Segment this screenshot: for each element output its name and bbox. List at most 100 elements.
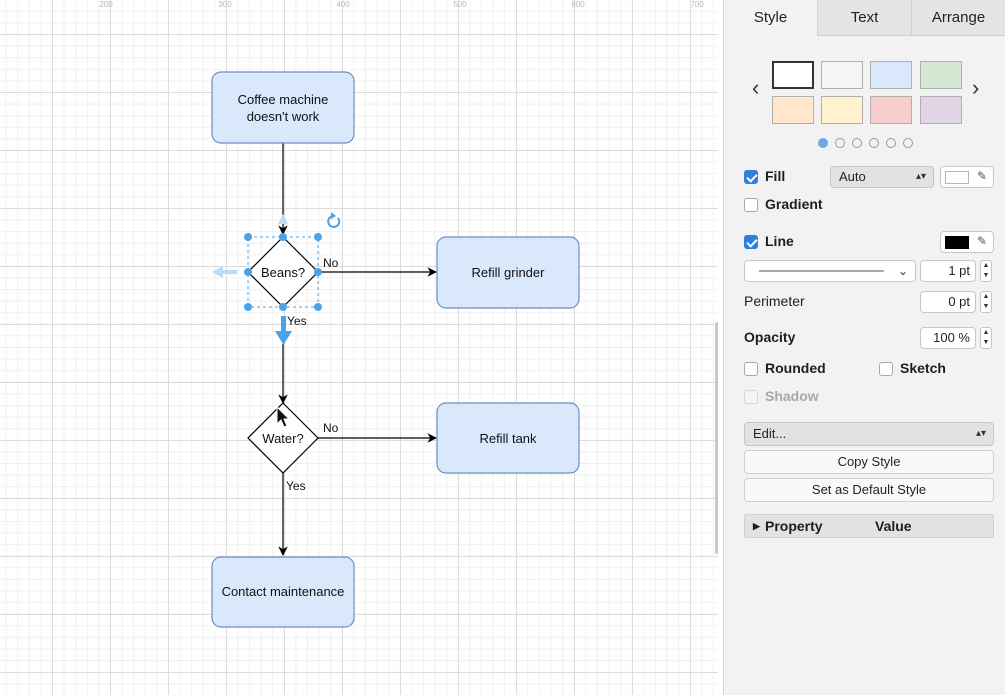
- line-pattern-select[interactable]: ⌄: [744, 260, 916, 282]
- clone-arrow-left-icon[interactable]: [212, 266, 223, 278]
- gradient-row: Gradient: [724, 193, 1005, 217]
- property-table-header[interactable]: ▶ Property Value: [744, 514, 994, 538]
- chevron-right-icon[interactable]: ›: [972, 75, 980, 100]
- opacity-stepper[interactable]: ▲▼: [980, 327, 992, 349]
- ruler-tick: 700: [690, 0, 704, 9]
- opacity-row: Opacity 100 % ▲▼: [724, 326, 1005, 350]
- selection-overlay[interactable]: [212, 212, 341, 345]
- shadow-row: Shadow: [724, 385, 1005, 409]
- select-arrows-icon: ▴▾: [975, 428, 986, 439]
- style-swatch[interactable]: [821, 61, 863, 89]
- disclosure-triangle-icon[interactable]: ▶: [753, 521, 760, 531]
- eyedropper-icon[interactable]: ✎: [976, 234, 987, 248]
- edge-label-water-no: No: [323, 421, 339, 435]
- select-arrows-icon: ▴▾: [915, 171, 926, 182]
- sketch-checkbox[interactable]: [879, 362, 893, 376]
- sketch-label: Sketch: [900, 360, 946, 376]
- line-label: Line: [765, 233, 794, 249]
- clone-arrow-up-icon[interactable]: [278, 214, 288, 224]
- eyedropper-icon[interactable]: ✎: [976, 169, 987, 183]
- node-decision-beans[interactable]: Beans?: [247, 236, 319, 308]
- shadow-label: Shadow: [765, 388, 819, 404]
- tab-arrange[interactable]: Arrange: [911, 0, 1005, 36]
- resize-handle[interactable]: [314, 233, 322, 241]
- solid-line-icon: [759, 270, 884, 272]
- fill-mode-select[interactable]: Auto ▴▾: [830, 166, 934, 188]
- mouse-cursor-icon: [276, 405, 291, 428]
- style-swatch[interactable]: [772, 96, 814, 124]
- resize-handle[interactable]: [314, 268, 322, 276]
- node-contact-maintenance[interactable]: Contact maintenance: [211, 556, 355, 628]
- edge-label-beans-yes: Yes: [287, 314, 307, 328]
- fill-checkbox[interactable]: [744, 170, 758, 184]
- tab-text[interactable]: Text: [817, 0, 911, 36]
- node-start-label-line2: doesn't work: [247, 109, 320, 124]
- chevron-down-icon: ⌄: [897, 264, 908, 278]
- shadow-checkbox[interactable]: [744, 390, 758, 404]
- ruler-tick: 200: [99, 0, 113, 9]
- property-column-header: Property: [765, 518, 823, 534]
- style-swatch[interactable]: [920, 96, 962, 124]
- style-swatch[interactable]: [920, 61, 962, 89]
- line-width-field[interactable]: 1 pt: [920, 260, 976, 282]
- panel-tabs: Style Text Arrange: [724, 0, 1005, 36]
- perimeter-label: Perimeter: [744, 293, 805, 309]
- copy-style-button[interactable]: Copy Style: [744, 450, 994, 474]
- node-refill-tank-label: Refill tank: [479, 431, 537, 446]
- line-width-stepper[interactable]: ▲▼: [980, 260, 992, 282]
- fill-color-well[interactable]: ✎: [940, 166, 994, 188]
- set-default-style-button[interactable]: Set as Default Style: [744, 478, 994, 502]
- tab-style[interactable]: Style: [724, 0, 817, 36]
- resize-handle[interactable]: [244, 233, 252, 241]
- node-decision-water-label: Water?: [262, 431, 303, 446]
- page-dot[interactable]: [835, 138, 845, 148]
- edit-style-select[interactable]: Edit... ▴▾: [744, 422, 994, 446]
- page-dot[interactable]: [869, 138, 879, 148]
- node-decision-water[interactable]: Water?: [247, 402, 319, 474]
- node-refill-grinder[interactable]: Refill grinder: [436, 236, 580, 309]
- style-swatch[interactable]: [772, 61, 814, 89]
- line-color-well[interactable]: ✎: [940, 231, 994, 253]
- diagram-canvas[interactable]: 200 300 400 500 600 700 No Yes No Yes: [0, 0, 718, 695]
- node-contact-maintenance-label: Contact maintenance: [222, 584, 345, 599]
- fill-color-swatch: [945, 171, 969, 184]
- page-dot[interactable]: [852, 138, 862, 148]
- resize-handle[interactable]: [314, 303, 322, 311]
- ruler-tick: 400: [336, 0, 350, 9]
- style-swatch[interactable]: [870, 61, 912, 89]
- clone-arrow-left-shaft: [223, 270, 237, 274]
- canvas-scrollbar[interactable]: [715, 322, 718, 554]
- node-refill-tank[interactable]: Refill tank: [436, 402, 580, 474]
- node-refill-grinder-label: Refill grinder: [472, 265, 546, 280]
- opacity-field[interactable]: 100 %: [920, 327, 976, 349]
- page-dot[interactable]: [818, 138, 828, 148]
- resize-handle[interactable]: [279, 303, 287, 311]
- page-dot[interactable]: [886, 138, 896, 148]
- perimeter-row: Perimeter 0 pt ▲▼: [724, 290, 1005, 314]
- perimeter-field[interactable]: 0 pt: [920, 291, 976, 313]
- fill-label: Fill: [765, 168, 786, 184]
- rounded-label: Rounded: [765, 360, 826, 376]
- edit-style-value: Edit...: [753, 426, 787, 441]
- page-dot[interactable]: [903, 138, 913, 148]
- rounded-checkbox[interactable]: [744, 362, 758, 376]
- edge-label-beans-no: No: [323, 256, 339, 270]
- resize-handle[interactable]: [279, 233, 287, 241]
- gradient-checkbox[interactable]: [744, 198, 758, 212]
- resize-handle[interactable]: [244, 303, 252, 311]
- fill-mode-value: Auto: [839, 169, 866, 184]
- style-swatch[interactable]: [821, 96, 863, 124]
- resize-handle[interactable]: [244, 268, 252, 276]
- rounded-sketch-row: Rounded Sketch: [724, 357, 1005, 381]
- clone-arrow-down-icon[interactable]: [275, 331, 292, 345]
- style-swatch[interactable]: [870, 96, 912, 124]
- value-column-header: Value: [875, 518, 912, 534]
- chevron-left-icon[interactable]: ‹: [752, 75, 760, 100]
- line-row: Line ✎: [724, 230, 1005, 254]
- fill-row: Fill Auto ▴▾ ✎: [724, 165, 1005, 189]
- rotate-handle-icon[interactable]: [327, 212, 341, 228]
- node-start[interactable]: Coffee machine doesn't work: [211, 71, 355, 144]
- perimeter-stepper[interactable]: ▲▼: [980, 291, 992, 313]
- line-checkbox[interactable]: [744, 235, 758, 249]
